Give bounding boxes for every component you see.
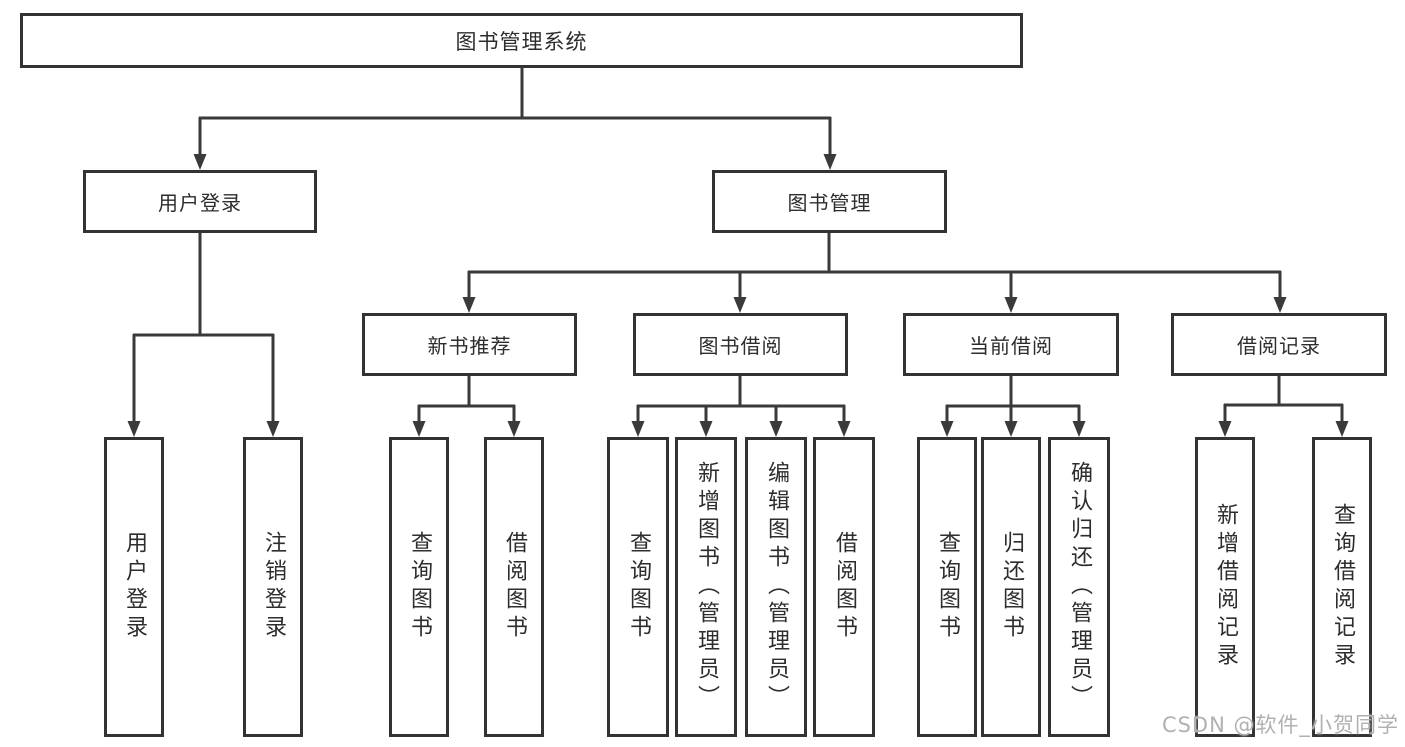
leaf-add-borrow-record: 新增借阅记录	[1195, 437, 1255, 737]
leaf-query-books-current: 查询图书	[917, 437, 977, 737]
leaf-logout: 注销登录	[243, 437, 303, 737]
node-label: 查询图书	[407, 531, 432, 643]
node-label: 当前借阅	[969, 334, 1053, 358]
node-label: 编辑图书（管理员）	[764, 461, 789, 713]
node-label: 图书管理系统	[455, 29, 588, 54]
node-label: 用户登录	[158, 191, 242, 215]
node-borrowing-records: 借阅记录	[1171, 313, 1387, 376]
leaf-query-books-recommend: 查询图书	[389, 437, 449, 737]
node-book-borrowing: 图书借阅	[633, 313, 848, 376]
node-library-management-system: 图书管理系统	[20, 13, 1023, 68]
csdn-watermark: CSDN @软件_小贺同学	[1161, 713, 1399, 737]
node-label: 查询图书	[626, 531, 651, 643]
node-label: 新增图书（管理员）	[694, 461, 719, 713]
node-label: 注销登录	[261, 531, 286, 643]
node-label: 新增借阅记录	[1213, 503, 1238, 671]
node-user-login: 用户登录	[83, 170, 317, 233]
node-new-book-recommend: 新书推荐	[362, 313, 577, 376]
node-current-borrowing: 当前借阅	[903, 313, 1119, 376]
node-label: 图书管理	[787, 191, 872, 215]
leaf-borrow-books-borrowing: 借阅图书	[813, 437, 875, 737]
node-label: 新书推荐	[427, 334, 512, 358]
leaf-return-book: 归还图书	[981, 437, 1041, 737]
node-label: 查询借阅记录	[1330, 503, 1355, 671]
node-label: 借阅记录	[1237, 334, 1321, 358]
node-label: 用户登录	[122, 531, 147, 643]
node-label: 借阅图书	[832, 531, 857, 643]
leaf-confirm-return-admin: 确认归还（管理员）	[1048, 437, 1110, 737]
leaf-user-login: 用户登录	[104, 437, 164, 737]
node-book-management: 图书管理	[712, 170, 947, 233]
node-label: 图书借阅	[698, 334, 783, 358]
leaf-borrow-books-recommend: 借阅图书	[484, 437, 544, 737]
leaf-add-book-admin: 新增图书（管理员）	[675, 437, 737, 737]
node-label: 借阅图书	[502, 531, 527, 643]
leaf-query-borrow-record: 查询借阅记录	[1312, 437, 1372, 737]
node-label: 查询图书	[935, 531, 960, 643]
leaf-edit-book-admin: 编辑图书（管理员）	[745, 437, 807, 737]
node-label: 确认归还（管理员）	[1067, 461, 1092, 713]
node-label: 归还图书	[999, 531, 1024, 643]
leaf-query-books-borrowing: 查询图书	[607, 437, 669, 737]
